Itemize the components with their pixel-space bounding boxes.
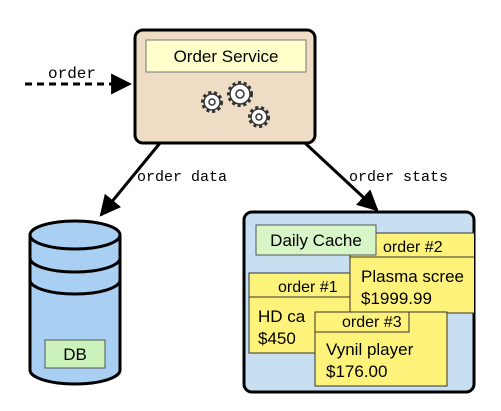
incoming-label: order [48, 65, 96, 83]
order-service-title-box [145, 39, 307, 73]
db-label-box [44, 339, 106, 369]
gears-icon [201, 81, 270, 128]
card-3-line2: $176.00 [326, 362, 387, 381]
order-card-2: order #2 Plasma scree $1999.99 [349, 232, 474, 314]
card-1-line1: HD ca [258, 307, 306, 326]
cache-title-box [255, 224, 377, 256]
edge-to-cache [303, 141, 379, 212]
card-2-header: order #2 [383, 239, 443, 256]
db-label: DB [63, 345, 87, 364]
card-1-header: order #1 [278, 279, 338, 296]
cache-title: Daily Cache [270, 231, 362, 250]
card-3-line1: Vynil player [326, 340, 414, 359]
card-2-line1: Plasma scree [361, 267, 464, 286]
card-1-line2: $450 [258, 329, 296, 348]
order-card-3: order #3 Vynil player $176.00 [314, 311, 448, 387]
edge-to-db [99, 142, 162, 217]
order-service-title: Order Service [174, 47, 279, 66]
card-2-line2: $1999.99 [361, 289, 432, 308]
edge-label-order-stats: order stats [349, 169, 448, 186]
edge-label-order-data: order data [137, 169, 227, 186]
card-3-header: order #3 [342, 314, 402, 331]
